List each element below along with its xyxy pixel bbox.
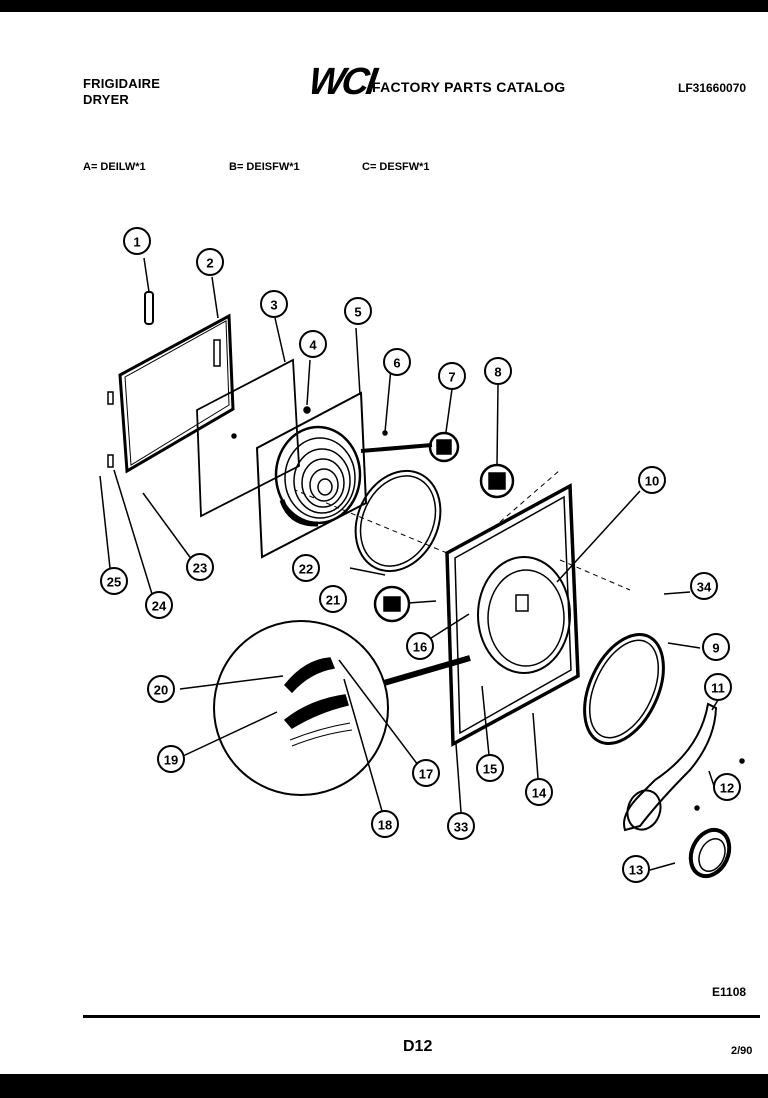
callout-label: 16 — [413, 640, 427, 655]
diagram-code: E1108 — [712, 985, 747, 999]
callout-label: 22 — [299, 562, 313, 577]
callout-label: 34 — [697, 580, 712, 595]
callout-label: 3 — [270, 298, 277, 313]
part-door-panel — [107, 276, 235, 474]
model-b: B= DEISFW*1 — [229, 161, 300, 173]
callout-label: 24 — [152, 599, 167, 614]
footer-rule — [83, 1015, 760, 1018]
bottom-border — [0, 1074, 768, 1098]
model-c: C= DESFW*1 — [362, 161, 430, 173]
callout-label: 1 — [133, 235, 140, 250]
part-bearing-ring — [688, 827, 732, 879]
exploded-parts-diagram: 1 2 3 4 5 6 7 8 10 34 9 11 12 13 25 24 2… — [99, 227, 745, 883]
brand-name: FRIGIDAIRE — [83, 76, 161, 91]
revision-date: 2/90 — [731, 1045, 753, 1057]
callout-label: 6 — [393, 356, 400, 371]
callout-label: 11 — [711, 681, 725, 696]
callout-label: 13 — [629, 863, 643, 878]
part-inner-plate — [196, 317, 300, 518]
part-gasket-ring — [354, 469, 442, 573]
part-hinge-bracket — [623, 699, 719, 832]
part-strike — [479, 384, 515, 499]
callout-label: 5 — [354, 305, 361, 320]
callout-label: 21 — [326, 593, 340, 608]
catalog-title: FACTORY PARTS CATALOG — [372, 79, 566, 95]
top-border — [0, 0, 768, 12]
brand-block: FRIGIDAIRE DRYER — [83, 76, 160, 108]
callout-label: 9 — [712, 641, 719, 656]
callout-label: 10 — [645, 474, 659, 489]
callout-label: 25 — [107, 575, 121, 590]
callout-label: 2 — [206, 256, 213, 271]
callout-label: 18 — [378, 818, 392, 833]
part-catch — [428, 388, 460, 463]
detail-magnifier — [179, 620, 471, 812]
callout-label: 4 — [309, 338, 317, 353]
page-number: D12 — [403, 1038, 433, 1055]
callout-label: 17 — [419, 767, 433, 782]
catalog-number: LF31660070 — [678, 81, 747, 95]
part-inner-door — [255, 327, 433, 559]
callout-label: 33 — [454, 820, 468, 835]
part-hinge — [143, 257, 154, 325]
callout-label: 15 — [483, 762, 497, 777]
callout-label: 8 — [494, 365, 501, 380]
part-door-seal — [583, 633, 665, 745]
callout-label: 7 — [448, 370, 455, 385]
callout-label: 20 — [154, 683, 168, 698]
callout-group — [100, 227, 741, 883]
product-type: DRYER — [83, 92, 130, 107]
model-a: A= DEILW*1 — [83, 161, 146, 173]
callout-label: 19 — [164, 753, 178, 768]
callout-label: 12 — [720, 781, 734, 796]
part-bumper — [373, 585, 411, 623]
callout-label: 14 — [532, 786, 547, 801]
callout-label: 23 — [193, 561, 207, 576]
